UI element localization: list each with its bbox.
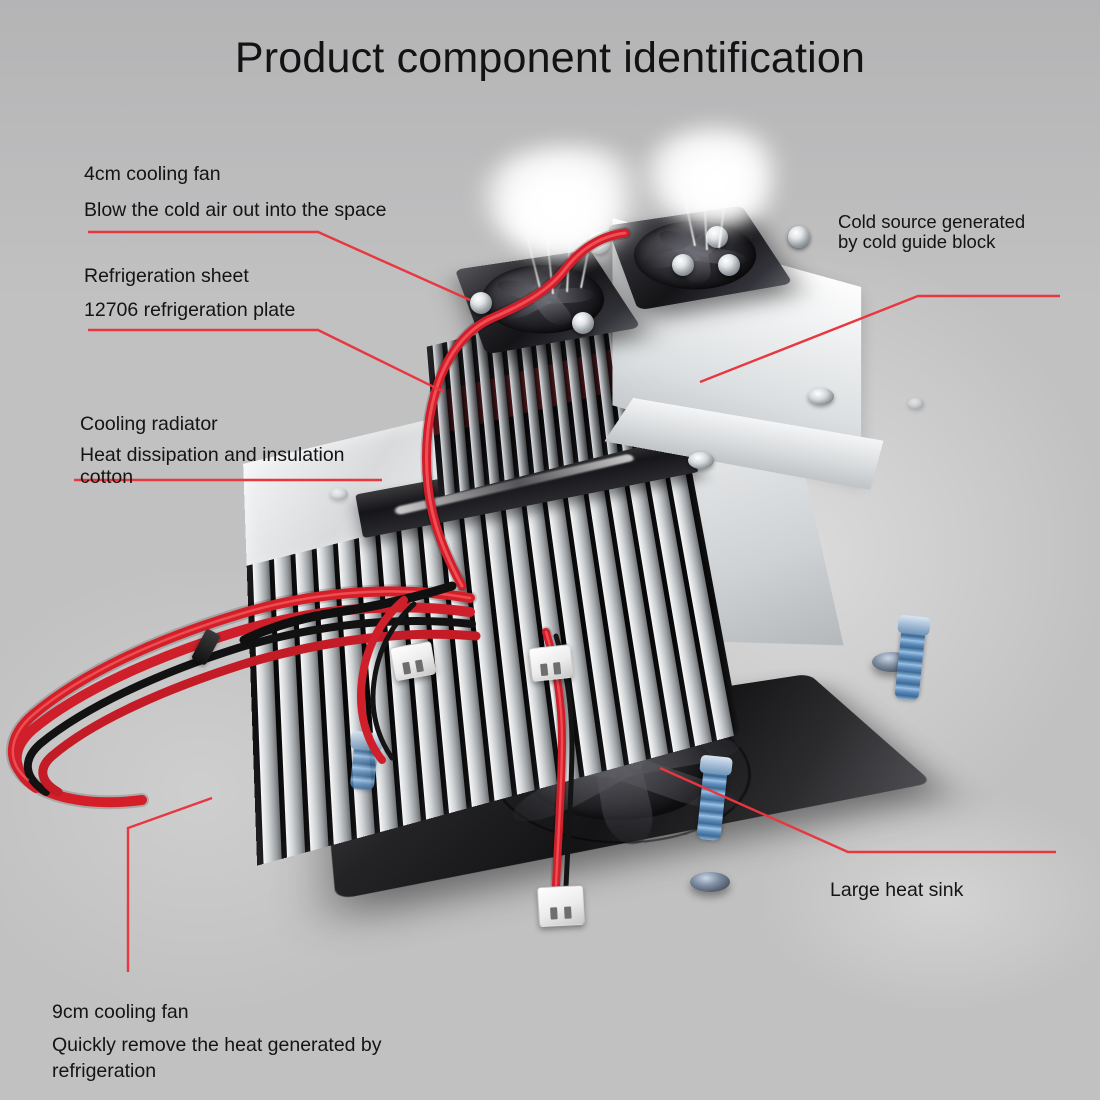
leader-fan-40mm xyxy=(88,230,471,302)
callout-refrigeration-sheet-desc: 12706 refrigeration plate xyxy=(84,299,296,321)
screw xyxy=(706,226,728,248)
leader-fan-90mm xyxy=(126,796,213,972)
page-title: Product component identification xyxy=(234,34,866,82)
callout-large-heat-sink-title: Large heat sink xyxy=(830,879,964,901)
leader-refrigeration-sheet xyxy=(88,328,445,394)
callout-cold-source-title: Cold source generated xyxy=(838,211,1026,232)
rubber-foot xyxy=(690,872,730,892)
callout-fan-40mm-desc: Blow the cold air out into the space xyxy=(84,199,387,221)
callout-cold-source-desc: by cold guide block xyxy=(838,231,996,252)
screw xyxy=(572,312,594,334)
vapor-cloud xyxy=(500,172,630,258)
callout-fan-90mm-desc: Quickly remove the heat generated by ref… xyxy=(52,1034,382,1082)
screw xyxy=(718,254,740,276)
screw xyxy=(908,398,924,409)
leader-cold-source xyxy=(699,294,1060,384)
callout-refrigeration-sheet-title: Refrigeration sheet xyxy=(84,265,249,287)
callout-fan-40mm-title: 4cm cooling fan xyxy=(84,163,221,185)
screw xyxy=(330,488,348,500)
screw xyxy=(788,226,810,248)
callout-cooling-radiator-desc: Heat dissipation and insulation cotton xyxy=(80,444,345,488)
callout-fan-90mm-title: 9cm cooling fan xyxy=(52,1001,189,1023)
leader-large-heat-sink xyxy=(659,766,1056,854)
callout-cooling-radiator-title: Cooling radiator xyxy=(80,413,218,435)
screw xyxy=(470,292,492,314)
screw xyxy=(672,254,694,276)
screw xyxy=(808,388,834,405)
screw xyxy=(688,452,714,469)
